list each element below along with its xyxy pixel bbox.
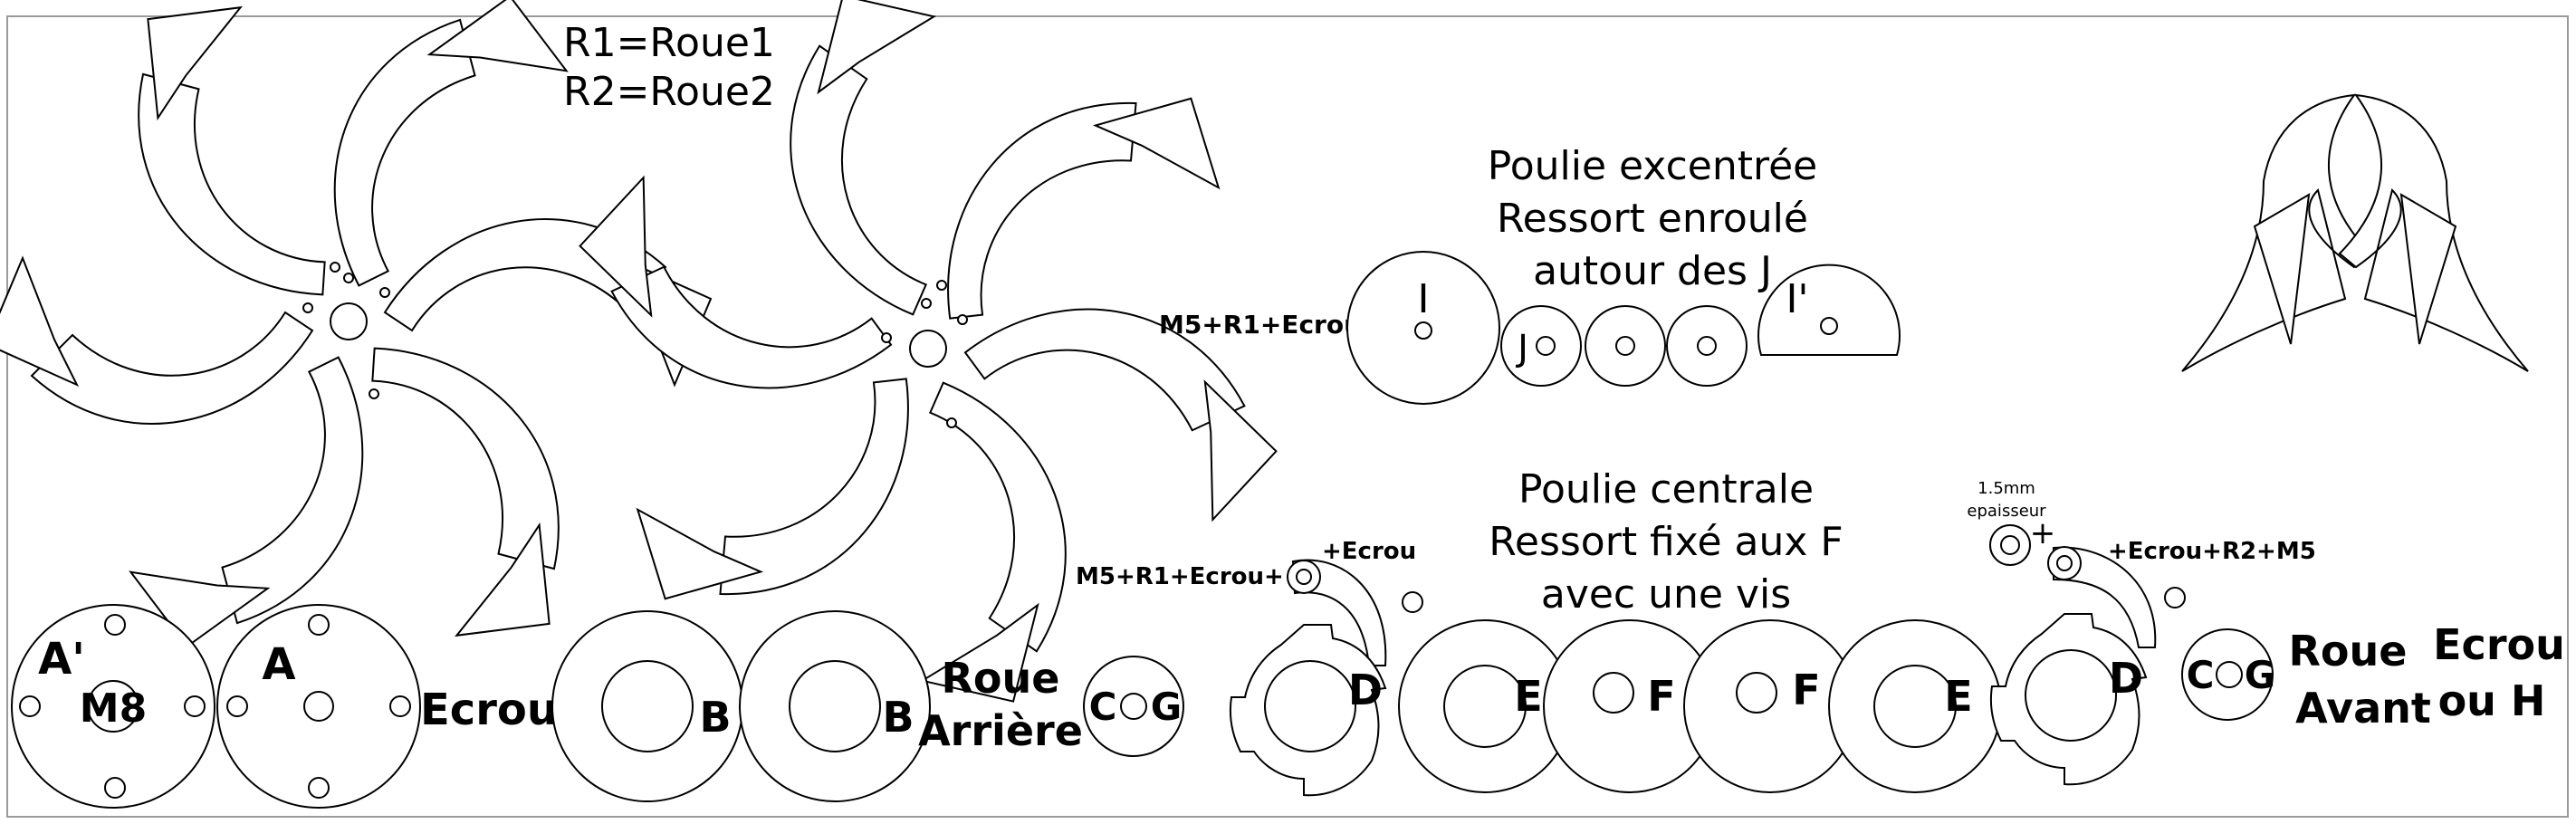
svg-text:D: D [1348, 666, 1383, 714]
label-roue-arriere-2: Arrière [918, 706, 1083, 755]
note-poulie-centrale: Poulie centrale [1518, 466, 1814, 513]
pulley-i: I [1346, 251, 1500, 405]
spacer-ring [1989, 524, 2031, 566]
label-m5-r1-ecrou-plus: M5+R1+Ecrou+ [1076, 563, 1284, 590]
logo-shape [2181, 93, 2529, 372]
svg-text:G: G [2245, 653, 2275, 697]
label-roue-arriere-1: Roue [942, 654, 1060, 703]
label-m8: M8 [80, 685, 147, 732]
washer-right [2164, 587, 2186, 608]
svg-text:I': I' [1786, 276, 1808, 322]
svg-text:I: I [1418, 276, 1430, 322]
part-d-left: D [1229, 624, 1387, 797]
wheel-roue2 [565, 0, 1291, 718]
svg-text:A: A [262, 639, 295, 690]
label-j: J [1515, 328, 1528, 369]
part-cg-rear: C G [1083, 656, 1184, 757]
svg-text:E: E [1514, 672, 1542, 721]
svg-text:F: F [1792, 666, 1820, 714]
part-f-2: F [1683, 619, 1857, 793]
plus-mark: + [2030, 515, 2056, 551]
svg-text:F: F [1647, 672, 1675, 721]
note-ressort-fixe: Ressort fixé aux F [1489, 519, 1843, 565]
svg-text:C: C [2187, 653, 2215, 697]
part-e-2: E [1828, 619, 2002, 793]
part-f-1: F [1543, 619, 1717, 793]
part-a-prime: A' M8 [11, 604, 215, 809]
svg-text:B: B [699, 693, 731, 742]
note-thickness-2: epaisseur [1967, 502, 2046, 521]
link-arm-left [1287, 559, 1387, 666]
svg-text:G: G [1151, 685, 1182, 729]
note-poulie-excentree: Poulie excentrée [1488, 143, 1818, 189]
label-plus-ecrou: +Ecrou [1322, 538, 1416, 565]
label-ecrou-h-2: ou H [2438, 676, 2546, 725]
wheel-roue1-hub [330, 302, 368, 340]
washer-left [1402, 591, 1423, 613]
label-ecrou: Ecrou [420, 685, 558, 735]
pulley-j-row: J [1500, 305, 1748, 387]
note-thickness-1: 1.5mm [1977, 479, 2035, 498]
label-roue-avant-1: Roue [2289, 627, 2408, 675]
wheel-roue1 [0, 0, 712, 668]
wheel-roue2-hub [909, 330, 947, 368]
note-avec-une-vis: avec une vis [1541, 571, 1791, 618]
part-e-1: E [1398, 619, 1572, 793]
part-d-right: D [1989, 613, 2148, 786]
label-roue-avant-2: Avant [2295, 684, 2431, 733]
label-plus-ecrou-r2-m5: +Ecrou+R2+M5 [2108, 538, 2316, 565]
svg-text:C: C [1089, 685, 1117, 729]
link-arm-right [2047, 546, 2157, 648]
part-cg-front: C G [2181, 628, 2275, 721]
legend-r1: R1=Roue1 [563, 20, 775, 66]
svg-text:A': A' [38, 634, 85, 685]
svg-text:B: B [882, 693, 914, 742]
svg-text:E: E [1944, 672, 1972, 721]
label-m5-r1-ecrou: M5+R1+Ecrou [1159, 310, 1362, 340]
legend-r2: R2=Roue2 [563, 69, 775, 115]
label-ecrou-h-1: Ecrou [2433, 620, 2565, 669]
part-a: A [216, 604, 421, 809]
part-b-2: B [739, 610, 931, 802]
note-autour-des-j: autour des J [1533, 248, 1772, 294]
svg-text:D: D [2109, 654, 2143, 703]
note-ressort-enroule: Ressort enroulé [1497, 196, 1808, 242]
part-b-1: B [551, 610, 743, 802]
pulley-i-prime: I' [1757, 263, 1901, 356]
